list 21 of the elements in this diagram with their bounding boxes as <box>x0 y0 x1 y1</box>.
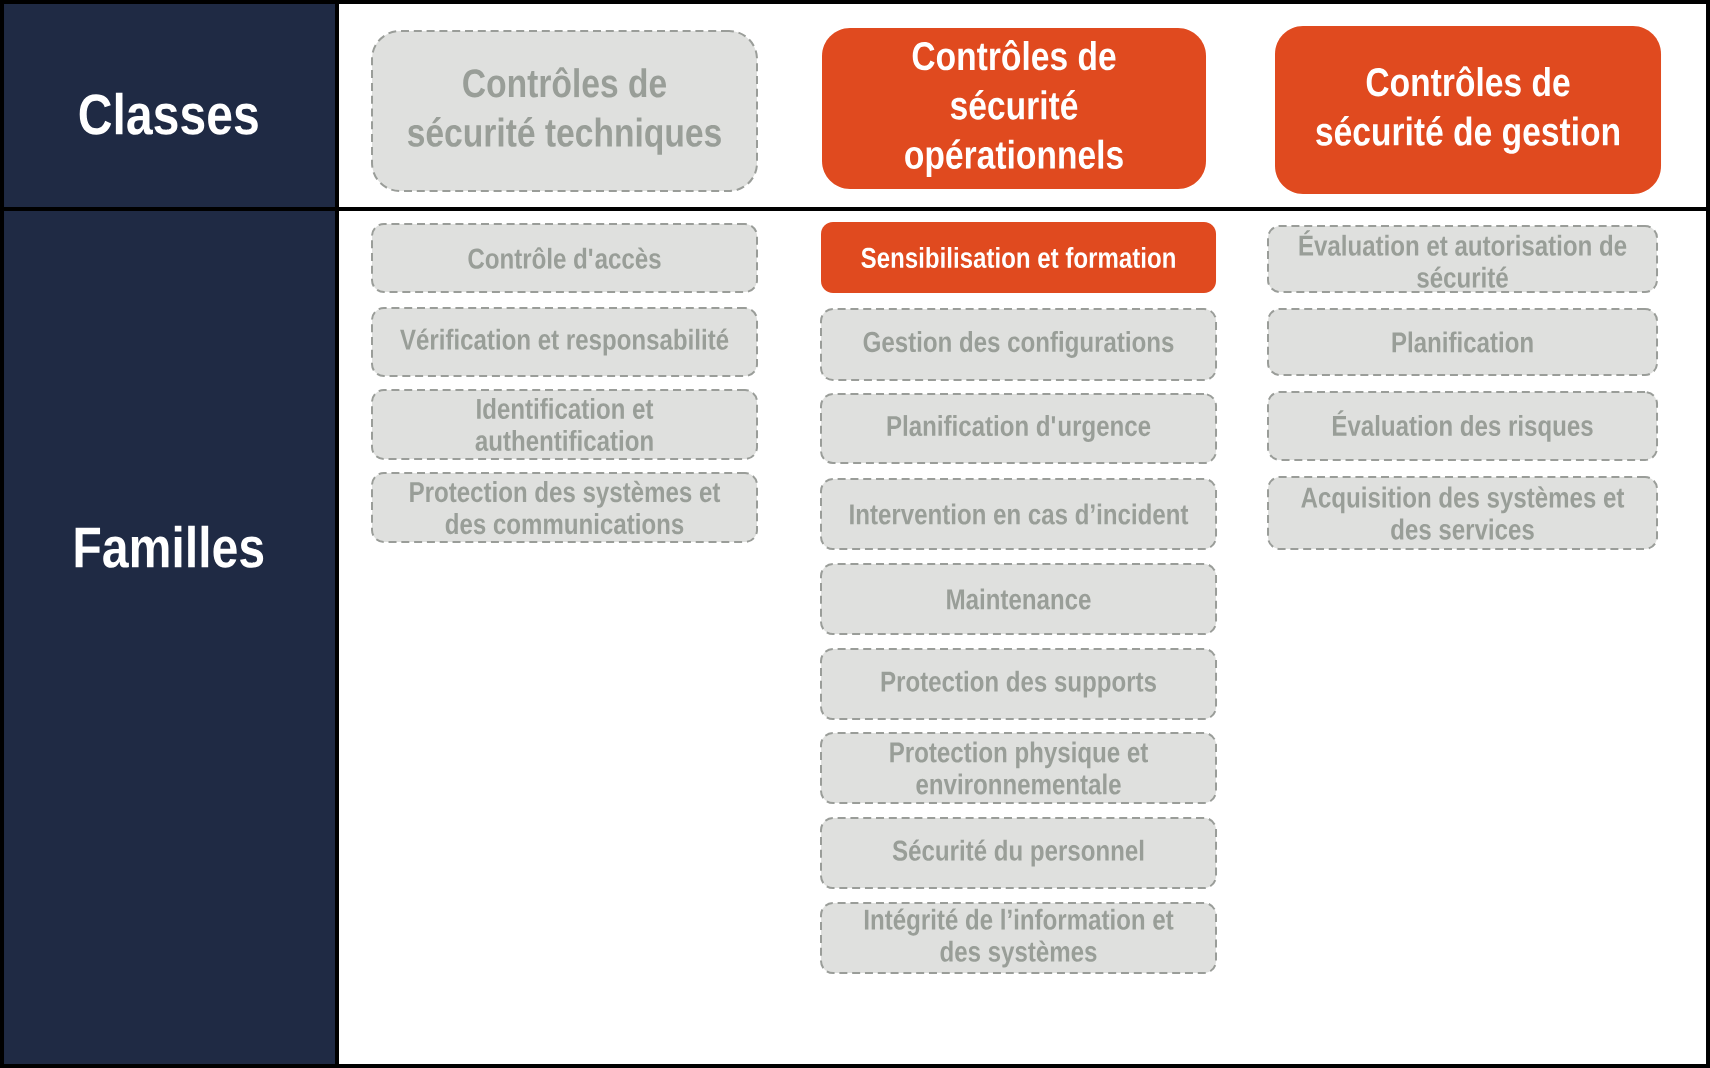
family-box: Protection des supports <box>820 648 1217 720</box>
family-box: Sécurité du personnel <box>820 817 1217 889</box>
family-box: Gestion des configurations <box>820 308 1217 381</box>
class-box: Contrôles de sécurité de gestion <box>1275 26 1662 194</box>
family-box: Protection physique et environnementale <box>820 732 1217 804</box>
header-cell: Classes <box>0 0 338 210</box>
class-box: Contrôles de sécurité opérationnels <box>822 28 1206 189</box>
family-box: Acquisition des systèmes et des services <box>1267 476 1658 550</box>
family-box: Protection des systèmes et des communications <box>371 472 758 543</box>
family-box: Contrôle d'accès <box>371 223 758 293</box>
family-box: Identification et authentification <box>371 389 758 460</box>
family-box: Évaluation des risques <box>1267 391 1659 461</box>
family-box: Sensibilisation et formation <box>821 222 1216 293</box>
family-box: Planification <box>1267 308 1659 376</box>
class-box: Contrôles de sécurité techniques <box>371 30 758 192</box>
family-box: Maintenance <box>820 563 1217 635</box>
family-box: Planification d'urgence <box>820 393 1217 464</box>
family-box: Intervention en cas d’incident <box>820 478 1217 550</box>
family-box: Évaluation et autorisation de sécurité <box>1267 225 1659 293</box>
family-box: Vérification et responsabilité <box>371 307 758 377</box>
family-box: Intégrité de l’information et des systèmes <box>820 902 1217 974</box>
